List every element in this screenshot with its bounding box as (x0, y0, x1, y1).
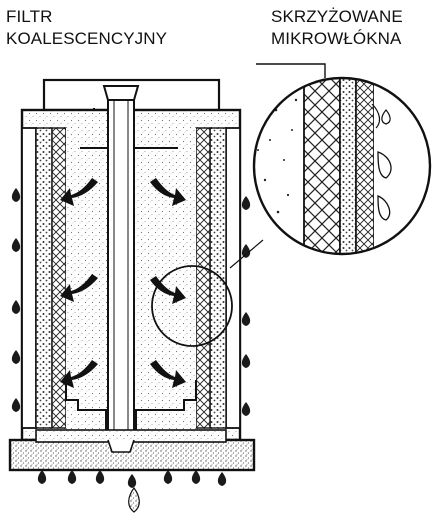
droplet-icon (68, 470, 76, 484)
droplet-icon (192, 470, 200, 484)
microfibers-label-line-2: MIKROWŁÓKNA (271, 28, 403, 50)
droplet-icon (242, 244, 250, 258)
droplet-icon (12, 350, 20, 364)
droplet-icon (242, 196, 250, 210)
droplet-icon (128, 474, 136, 488)
droplet-icon (218, 472, 226, 486)
droplet-icon (12, 398, 20, 412)
microfiber-layer-right (196, 128, 210, 428)
droplet-icon (129, 488, 140, 512)
droplet-icon (242, 312, 250, 326)
droplet-icon (164, 470, 172, 484)
filter-title-label: FILTR KOALESCENCYJNY (6, 6, 167, 50)
droplet-icon (12, 238, 20, 252)
outer-sleeve-right (210, 128, 226, 428)
microfibers-label: SKRZYŻOWANE MIKROWŁÓKNA (271, 6, 403, 50)
droplet-icon (242, 402, 250, 416)
filter-title-line-1: FILTR (6, 6, 167, 28)
central-tube (108, 92, 134, 442)
droplet-icon (242, 354, 250, 368)
microfibers-label-line-1: SKRZYŻOWANE (271, 6, 403, 28)
zoomed-microfibers-view (250, 70, 434, 270)
filter-title-line-2: KOALESCENCYJNY (6, 28, 167, 50)
droplet-icon (12, 300, 20, 314)
droplet-icon (12, 188, 20, 202)
outer-sleeve-left (36, 128, 52, 428)
droplet-icon (96, 470, 104, 484)
droplet-icon (38, 470, 46, 484)
label-leader-line (256, 64, 325, 78)
crossed-microfibers-layer (304, 70, 340, 270)
